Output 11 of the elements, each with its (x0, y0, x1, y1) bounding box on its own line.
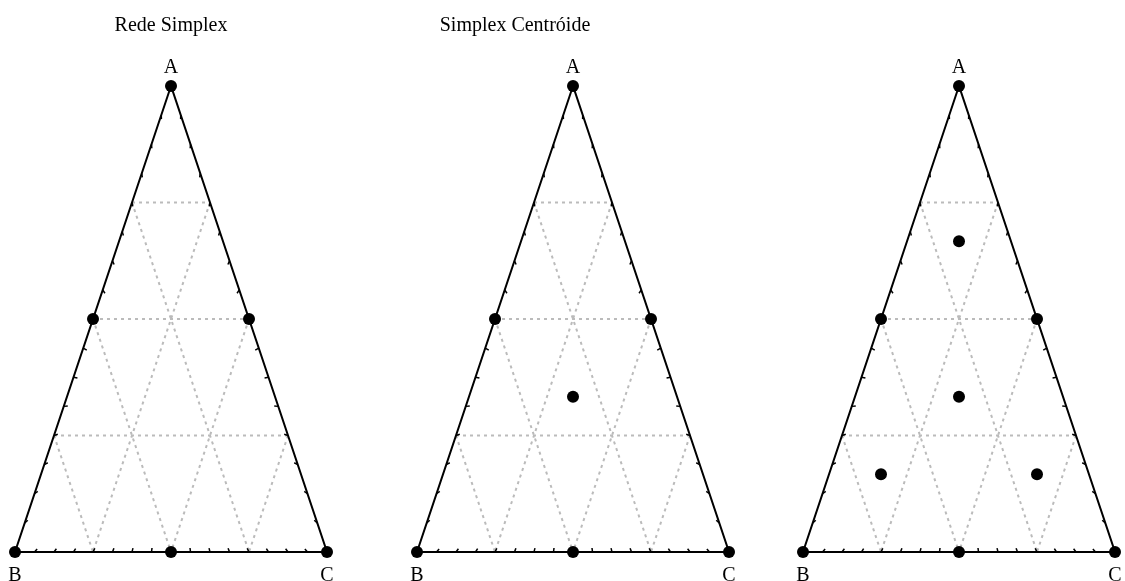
panel-title: Simplex Centróide (439, 14, 591, 34)
vertex-label: C (320, 564, 334, 581)
panel-title: Rede Simplex (114, 14, 228, 34)
vertex-label: B (796, 564, 810, 581)
vertex-label: B (410, 564, 424, 581)
vertex-label: B (8, 564, 22, 581)
vertex-label: C (722, 564, 736, 581)
vertex-label: C (1108, 564, 1122, 581)
vertex-label: A (565, 56, 581, 76)
vertex-label: A (163, 56, 179, 76)
vertex-label: A (951, 56, 967, 76)
